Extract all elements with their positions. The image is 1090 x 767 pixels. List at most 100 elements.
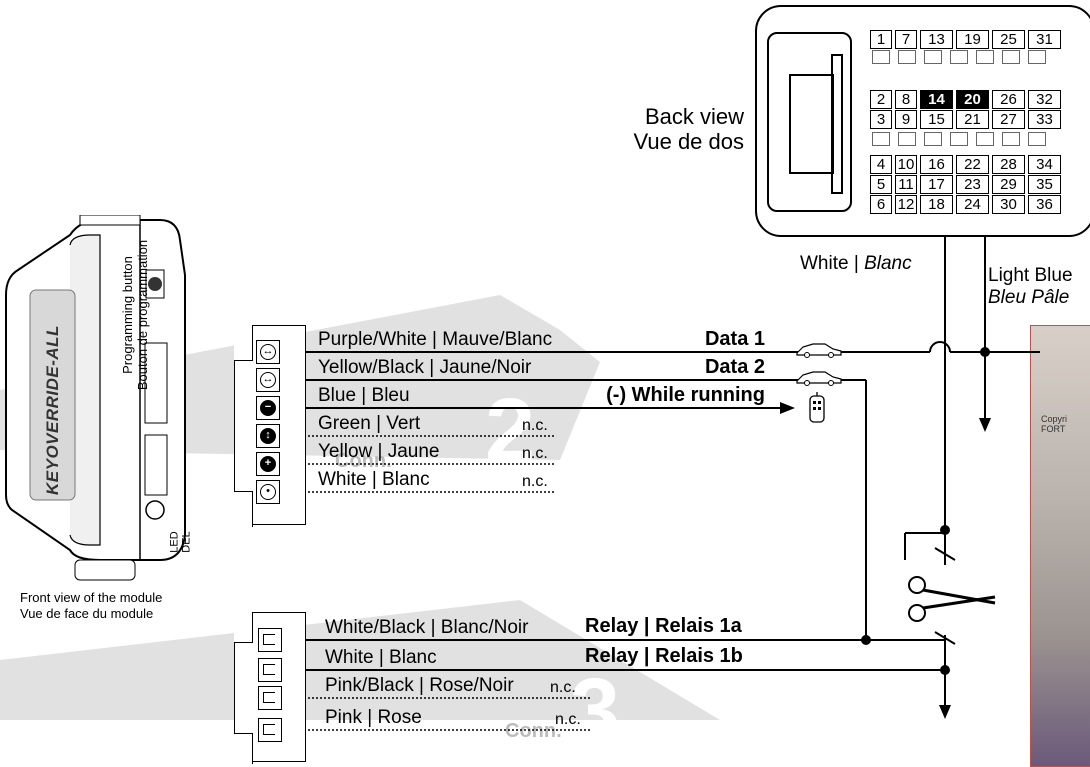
wire-name: Yellow/Black | Jaune/Noir <box>318 357 532 378</box>
connector-pin-33: 33 <box>1028 110 1061 129</box>
connector-slot <box>950 132 968 146</box>
connector-a-pin: ↔ <box>256 368 280 392</box>
connector-pin-5: 5 <box>870 175 892 194</box>
wire-nc-label: n.c. <box>522 417 548 434</box>
connector-slot <box>1002 132 1020 146</box>
wire-nc-label: n.c. <box>550 679 576 696</box>
pin-symbol-icon: + <box>260 456 276 472</box>
connector-pin-30: 30 <box>992 195 1025 214</box>
white-wire-label: White | Blanc <box>800 253 912 274</box>
pin-symbol-icon: • <box>260 484 276 500</box>
connector-slot <box>924 50 942 64</box>
connector-pin-24: 24 <box>956 195 989 214</box>
connector-slot <box>1002 50 1020 64</box>
connector-pin-13: 13 <box>920 30 953 49</box>
wire-name: White | Blanc <box>325 647 437 668</box>
connector-pin-22: 22 <box>956 155 989 174</box>
wire-function: Data 1 <box>704 328 765 350</box>
connector-a-pin: + <box>256 452 280 476</box>
car-icon <box>796 343 842 358</box>
pin-symbol-icon: ↔ <box>260 372 276 388</box>
connector-a-pin: − <box>256 396 280 420</box>
wire-name: Pink | Rose <box>325 707 422 728</box>
connector-b-pin <box>258 628 282 652</box>
connector-pin-1: 1 <box>870 30 892 49</box>
scissors-icon <box>908 576 996 622</box>
watermark-conn3-number: 3 <box>570 661 621 761</box>
connector-slot <box>1028 50 1046 64</box>
connector-pin-35: 35 <box>1028 175 1061 194</box>
connector-pin-21: 21 <box>956 110 989 129</box>
remote-icon <box>809 392 825 423</box>
connector-pin-20: 20 <box>956 90 989 109</box>
connector-pin-26: 26 <box>992 90 1025 109</box>
module-brand-logo: KEYOVERRIDE-ALL <box>43 325 62 495</box>
pin-terminal-icon <box>263 634 275 645</box>
connector-b-pin <box>258 718 282 742</box>
watermark-conn3: Conn. <box>505 720 562 742</box>
connector-pin-34: 34 <box>1028 155 1061 174</box>
pin-terminal-icon <box>263 692 275 703</box>
connector-slot <box>898 132 916 146</box>
connector-b-pin <box>258 686 282 710</box>
module-caption: Front view of the module Vue de face du … <box>20 590 163 621</box>
wire-name: Green | Vert <box>318 413 421 434</box>
watermark-conn2: Conn. <box>335 450 392 472</box>
wire-name: White/Black | Blanc/Noir <box>325 617 529 638</box>
wire-name: White | Blanc <box>318 469 430 490</box>
wire-name: Purple/White | Mauve/Blanc <box>318 329 553 350</box>
connector-pin-9: 9 <box>895 110 917 129</box>
pin-terminal-icon <box>263 664 275 675</box>
connector-pin-14: 14 <box>920 90 953 109</box>
wire-nc-label: n.c. <box>522 445 548 462</box>
connector-pin-23: 23 <box>956 175 989 194</box>
connector-pin-18: 18 <box>920 195 953 214</box>
connector-a-pin: ↔ <box>256 340 280 364</box>
connector-pin-25: 25 <box>992 30 1025 49</box>
wire-function: (-) While running <box>606 384 765 406</box>
connector-pin-29: 29 <box>992 175 1025 194</box>
connector-slot <box>976 132 994 146</box>
connector-pin-4: 4 <box>870 155 892 174</box>
connector-pin-6: 6 <box>870 195 892 214</box>
car-icon <box>796 371 842 386</box>
pin-symbol-icon: ↔ <box>260 344 276 360</box>
connector-pin-8: 8 <box>895 90 917 109</box>
pin-symbol-icon: ↕ <box>260 428 276 444</box>
connector-slot <box>1028 132 1046 146</box>
wire-function: Relay | Relais 1b <box>585 645 743 667</box>
connector-pin-10: 10 <box>895 155 917 174</box>
led-label: LED DEL <box>168 531 193 553</box>
connector-pin-27: 27 <box>992 110 1025 129</box>
connector-pin-15: 15 <box>920 110 953 129</box>
connector-pin-28: 28 <box>992 155 1025 174</box>
connector-slot <box>950 50 968 64</box>
connector-b-pin <box>258 658 282 682</box>
wire-name: Pink/Black | Rose/Noir <box>325 675 514 696</box>
module-body <box>5 215 186 581</box>
pin-symbol-icon: − <box>260 400 276 416</box>
connector-pin-3: 3 <box>870 110 892 129</box>
lightblue-wire-label: Light Blue Bleu Pâle <box>988 265 1073 308</box>
connector-pin-19: 19 <box>956 30 989 49</box>
connector-pin-31: 31 <box>1028 30 1061 49</box>
connector-pin-12: 12 <box>895 195 917 214</box>
back-view-label: Back view Vue de dos <box>633 104 745 154</box>
connector-slot <box>872 132 890 146</box>
connector-pin-16: 16 <box>920 155 953 174</box>
connector-pin-11: 11 <box>895 175 917 194</box>
connector-pin-7: 7 <box>895 30 917 49</box>
connector-pin-36: 36 <box>1028 195 1061 214</box>
connector-pin-32: 32 <box>1028 90 1061 109</box>
connector-slot <box>924 132 942 146</box>
connector-a-pin: • <box>256 480 280 504</box>
connector-latch <box>767 32 852 212</box>
connector-slot <box>976 50 994 64</box>
wire-function: Data 2 <box>704 356 765 378</box>
wire-nc-label: n.c. <box>555 711 581 728</box>
wire-function: Relay | Relais 1a <box>585 615 742 637</box>
wire-name: Blue | Bleu <box>318 385 410 406</box>
